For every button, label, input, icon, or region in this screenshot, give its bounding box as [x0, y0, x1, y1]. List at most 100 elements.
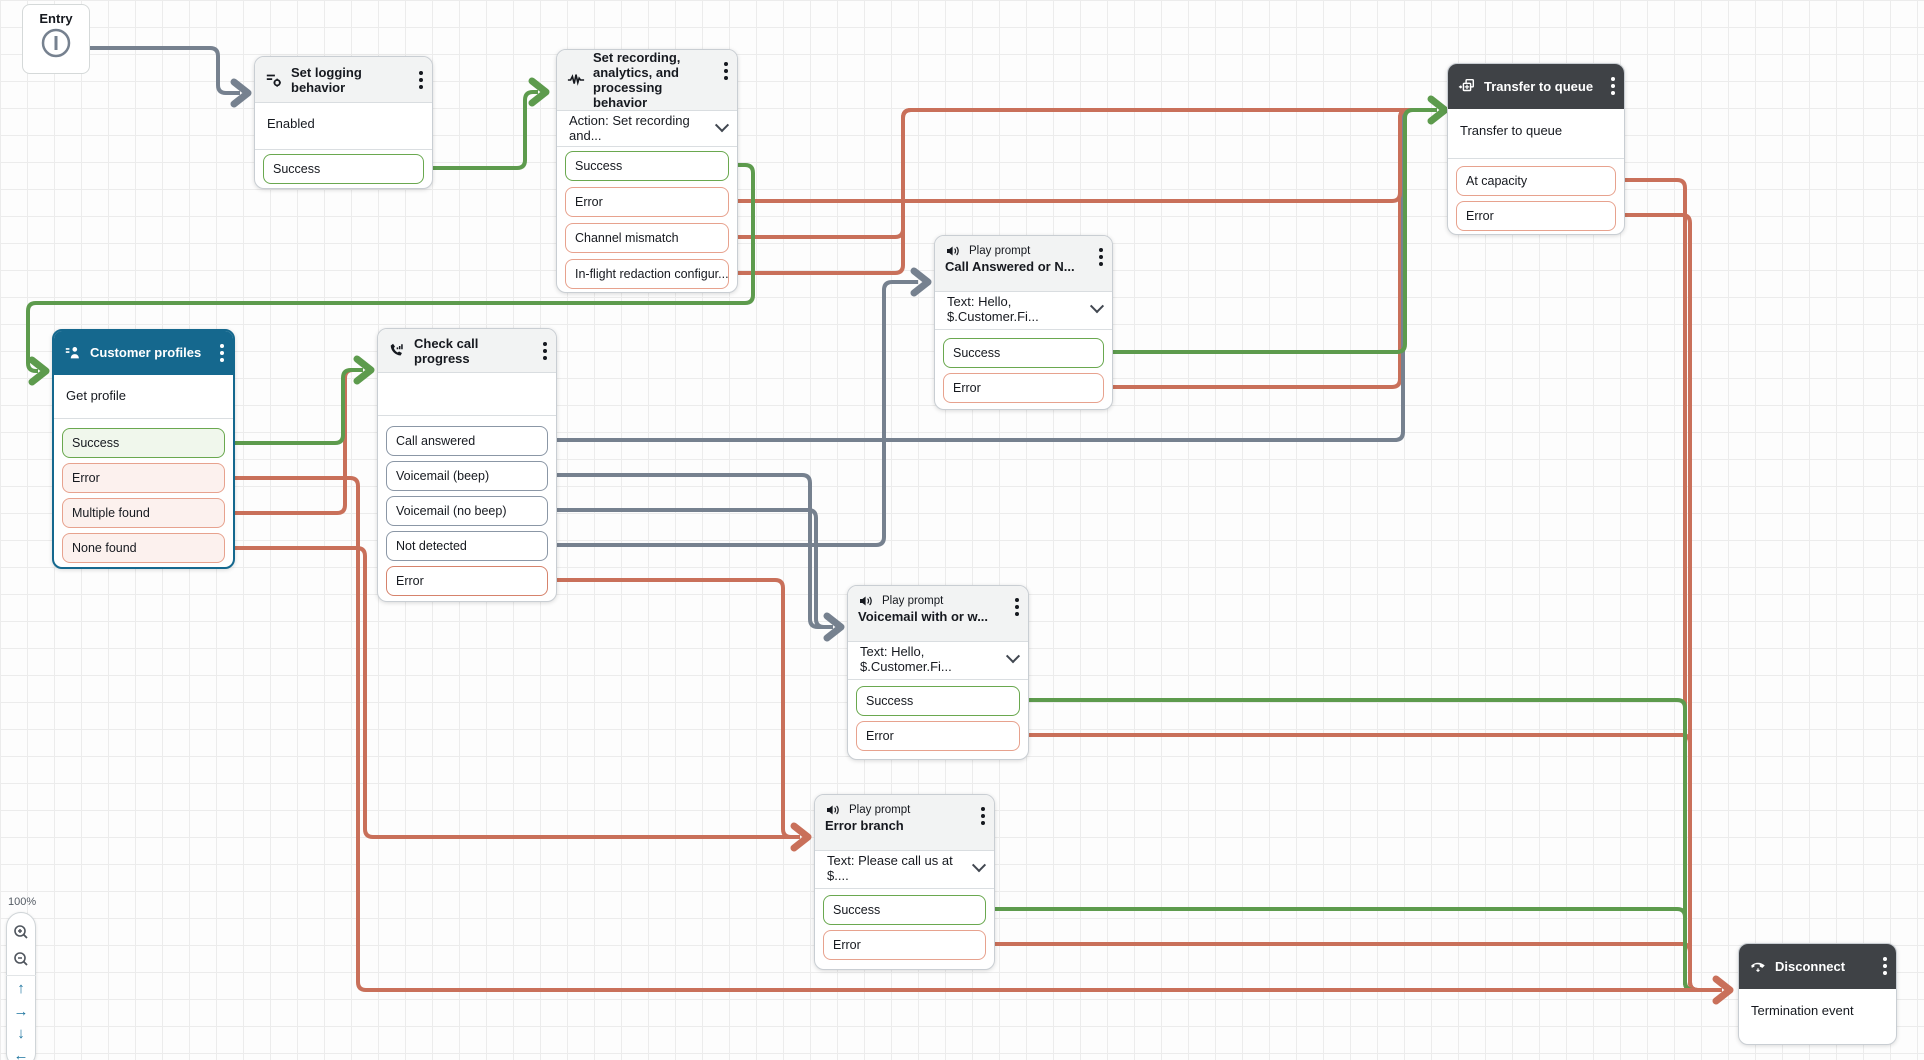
call-progress-icon — [388, 342, 406, 360]
zoom-out-button[interactable] — [9, 946, 33, 973]
divider — [815, 888, 994, 889]
port-at-capacity[interactable]: At capacity — [1456, 166, 1616, 196]
pan-right-button[interactable]: → — [9, 1000, 33, 1022]
pan-down-button[interactable]: ↓ — [9, 1022, 33, 1044]
port-error[interactable]: Error — [856, 721, 1020, 751]
port-success[interactable]: Success — [565, 151, 729, 181]
kebab-menu-icon[interactable] — [1099, 248, 1103, 266]
wire-prompt-answered-error-to-transfer — [1113, 108, 1437, 389]
node-title: Set recording, analytics, and processing… — [593, 50, 681, 110]
wire-at-capacity-to-disconnect — [1625, 178, 1722, 992]
port-success[interactable]: Success — [62, 428, 225, 458]
logging-icon — [265, 71, 283, 89]
wire-not-detected-to-prompt-answered — [555, 280, 918, 547]
node-title: Check call progress — [414, 335, 479, 366]
wire-entry-to-set-logging — [72, 46, 240, 95]
node-set-logging-behavior[interactable]: Set logging behavior Enabled Success — [254, 56, 433, 189]
wire-customer-success-to-check-call — [235, 368, 363, 445]
port-inflight-redaction[interactable]: In-flight redaction configur... — [565, 259, 729, 289]
arrowhead-prompt-answered-input — [910, 267, 932, 297]
node-title: Customer profiles — [90, 345, 202, 360]
kebab-menu-icon[interactable] — [724, 62, 728, 80]
port-success[interactable]: Success — [943, 338, 1104, 368]
divider — [1448, 158, 1624, 159]
port-multiple-found[interactable]: Multiple found — [62, 498, 225, 528]
disconnect-icon — [1749, 957, 1767, 975]
kebab-menu-icon[interactable] — [1883, 957, 1887, 975]
kebab-menu-icon[interactable] — [1611, 77, 1615, 95]
node-check-call-progress[interactable]: Check call progress Call answered Voicem… — [377, 328, 557, 602]
pan-right-icon: → — [13, 1002, 29, 1020]
port-error[interactable]: Error — [943, 373, 1104, 403]
kebab-menu-icon[interactable] — [220, 343, 224, 362]
port-voicemail-beep[interactable]: Voicemail (beep) — [386, 461, 548, 491]
pan-down-icon: ↓ — [17, 1024, 25, 1042]
node-disconnect[interactable]: Disconnect Termination event — [1738, 943, 1897, 1045]
entry-label: Entry — [39, 11, 73, 26]
port-success[interactable]: Success — [856, 686, 1020, 716]
node-play-prompt-error-branch[interactable]: Play prompt Error branch Text: Please ca… — [814, 794, 995, 970]
wire-error-branch-success-to-disconnect — [995, 907, 1722, 992]
node-kind: Play prompt — [849, 804, 911, 816]
divider — [557, 146, 737, 147]
wire-logging-success-to-recording — [433, 90, 538, 170]
divider — [255, 149, 432, 150]
port-error[interactable]: Error — [386, 566, 548, 596]
arrowhead-voicemail-prompt-input — [823, 612, 845, 642]
zoom-in-button[interactable] — [9, 919, 33, 946]
port-error[interactable]: Error — [823, 930, 986, 960]
pan-left-button[interactable]: ← — [9, 1045, 33, 1060]
zoom-level-label: 100% — [8, 896, 37, 908]
entry-node[interactable]: Entry — [22, 4, 90, 74]
transfer-queue-icon — [1458, 77, 1476, 95]
node-customer-profiles[interactable]: Customer profiles Get profile Success Er… — [52, 329, 235, 569]
speaker-icon — [945, 243, 961, 259]
pan-up-icon: ↑ — [17, 980, 25, 998]
zoom-in-icon — [14, 925, 28, 940]
node-kind: Play prompt — [969, 245, 1031, 257]
port-success[interactable]: Success — [263, 154, 424, 184]
port-success[interactable]: Success — [823, 895, 986, 925]
divider — [935, 329, 1112, 330]
action-row[interactable]: Action: Set recording and... — [569, 111, 730, 145]
prompt-text: Text: Hello, $.Customer.Fi... — [860, 644, 952, 674]
speaker-icon — [825, 802, 841, 818]
text-row[interactable]: Text: Hello, $.Customer.Fi... — [947, 292, 1105, 326]
port-error[interactable]: Error — [62, 463, 225, 493]
pan-up-button[interactable]: ↑ — [9, 978, 33, 1000]
prompt-text: Text: Please call us at $.... — [827, 853, 953, 883]
kebab-menu-icon[interactable] — [981, 807, 985, 825]
arrowhead-disconnect-input — [1712, 975, 1734, 1005]
wire-prompt-answered-success-to-transfer — [1113, 108, 1437, 354]
node-set-recording[interactable]: Set recording, analytics, and processing… — [556, 49, 738, 293]
wire-recording-error-to-transfer — [738, 108, 1437, 203]
kebab-menu-icon[interactable] — [543, 341, 547, 360]
port-none-found[interactable]: None found — [62, 533, 225, 563]
node-title: Disconnect — [1775, 958, 1846, 974]
text-row[interactable]: Text: Please call us at $.... — [827, 851, 987, 885]
port-not-detected[interactable]: Not detected — [386, 531, 548, 561]
node-body-text: Transfer to queue — [1460, 122, 1563, 138]
port-error[interactable]: Error — [565, 187, 729, 217]
port-voicemail-no-beep[interactable]: Voicemail (no beep) — [386, 496, 548, 526]
wire-voicemail-nobeep-to-prompt — [555, 508, 833, 629]
node-transfer-to-queue[interactable]: Transfer to queue Transfer to queue At c… — [1447, 63, 1625, 235]
wire-voicemail-success-to-disconnect — [1029, 698, 1722, 992]
kebab-menu-icon[interactable] — [419, 70, 423, 89]
node-title: Call Answered or N... — [945, 259, 1075, 274]
wire-check-error-to-error-branch — [555, 578, 800, 839]
port-call-answered[interactable]: Call answered — [386, 426, 548, 456]
kebab-menu-icon[interactable] — [1015, 598, 1019, 616]
node-play-prompt-voicemail[interactable]: Play prompt Voicemail with or w... Text:… — [847, 585, 1029, 760]
wire-voicemail-beep-to-prompt — [555, 473, 833, 629]
port-error[interactable]: Error — [1456, 201, 1616, 231]
text-row[interactable]: Text: Hello, $.Customer.Fi... — [860, 642, 1021, 676]
node-play-prompt-call-answered[interactable]: Play prompt Call Answered or N... Text: … — [934, 235, 1113, 410]
node-title: Error branch — [825, 818, 904, 833]
node-body-text: Termination event — [1751, 1002, 1854, 1018]
zoom-out-icon — [14, 952, 28, 966]
divider — [848, 679, 1028, 680]
port-channel-mismatch[interactable]: Channel mismatch — [565, 223, 729, 253]
wire-voicemail-error-to-disconnect — [1029, 733, 1722, 992]
